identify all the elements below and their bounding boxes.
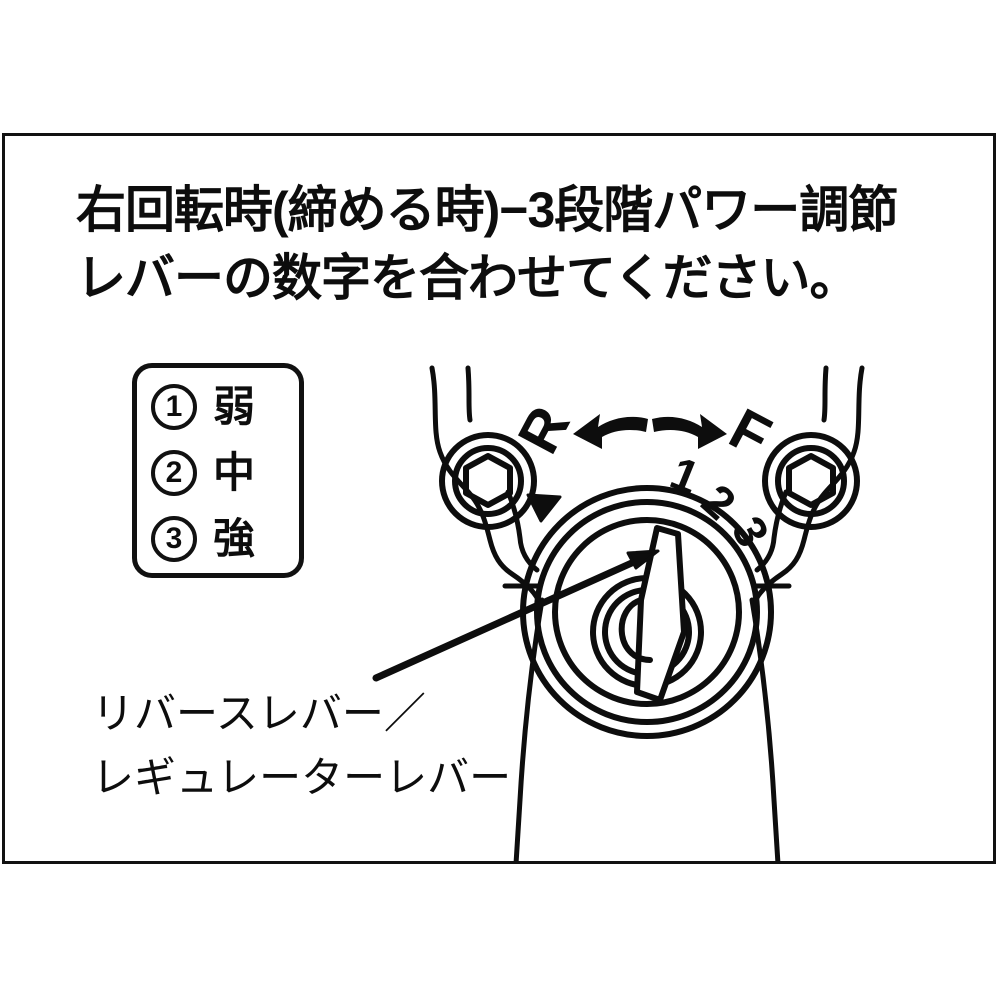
legend-number-3: 3 [151,516,197,562]
part-caption: リバースレバー／ レギュレーターレバー [92,682,612,810]
legend-label-1: 弱 [213,383,256,430]
legend-label-2: 中 [213,449,256,496]
heading-line-1: 右回転時(締める時)−3段階パワー調節 [76,182,898,238]
heading-line-2: レバーの数字を合わせてください。 [76,250,860,306]
legend-number-2: 2 [151,450,197,496]
legend-row: 1 弱 [137,374,299,440]
caption-line-1: リバースレバー／ [92,690,426,737]
legend-row: 2 中 [137,440,299,506]
legend-row: 3 強 [137,506,299,572]
power-level-legend: 1 弱 2 中 3 強 [132,363,304,578]
instruction-heading: 右回転時(締める時)−3段階パワー調節 レバーの数字を合わせてください。 [76,176,956,312]
caption-line-2: レギュレーターレバー [92,754,512,801]
legend-number-1: 1 [151,384,197,430]
legend-label-3: 強 [213,515,256,562]
